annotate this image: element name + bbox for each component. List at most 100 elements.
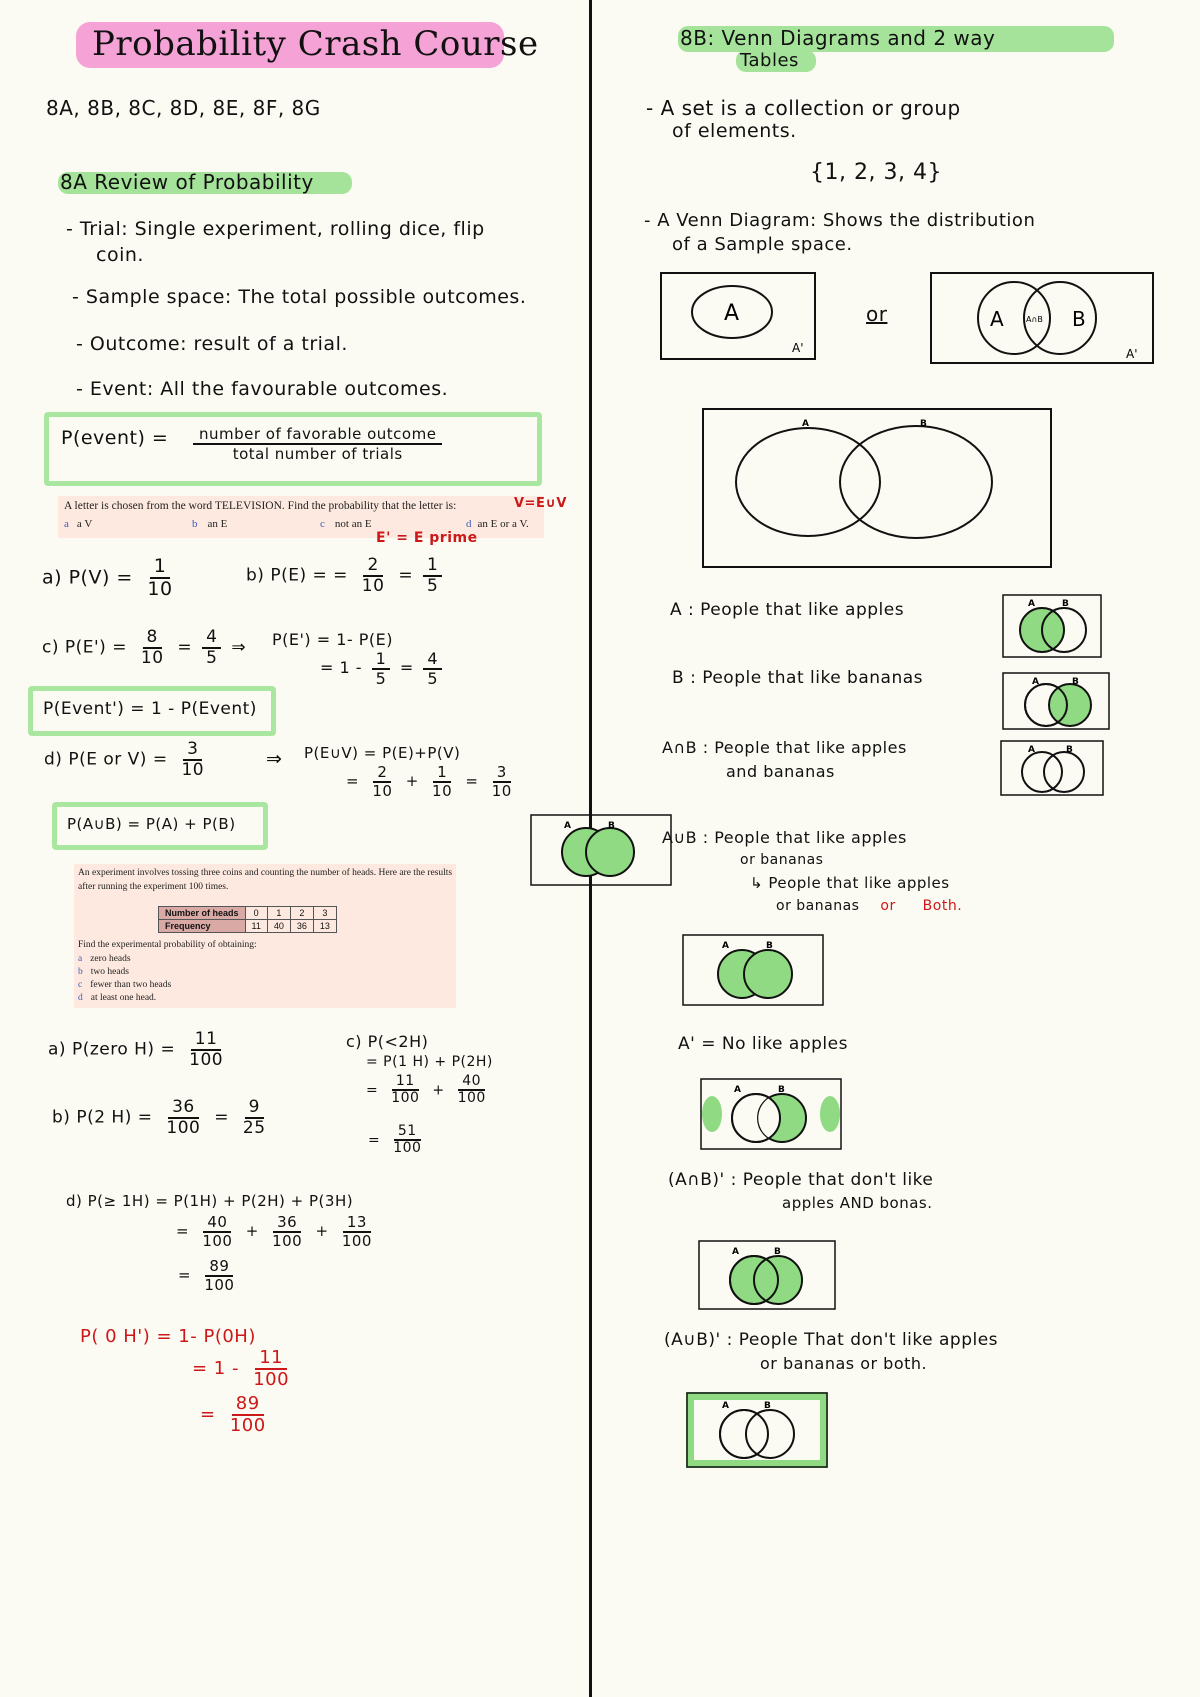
desc-intersection-complement: (A∩B)' : People that don't like bbox=[668, 1170, 934, 1190]
venn-intersection-shaded: A B bbox=[1000, 740, 1104, 796]
table-row: Number of heads 0 1 2 3 bbox=[158, 906, 337, 920]
answer-d-arrow: ⇒ bbox=[266, 748, 283, 770]
venn-label-a: A bbox=[1032, 677, 1039, 687]
desc-a-and-b-cont: and bananas bbox=[726, 762, 835, 781]
set-definition-cont: of elements. bbox=[672, 120, 797, 142]
note-v-eu-v: V=E∪V bbox=[514, 496, 567, 511]
question-2-stem-2: after running the experiment 100 times. bbox=[78, 882, 229, 892]
complement-rule: P(Event') = 1 - P(Event) bbox=[43, 699, 257, 719]
question-2-find: Find the experimental probability of obt… bbox=[78, 940, 257, 950]
venn-a-shaded: A B bbox=[1002, 594, 1102, 658]
table-cell: 1 bbox=[266, 906, 291, 920]
venn-label-a-prime: A' bbox=[792, 341, 804, 355]
q2-answer-c-line2: = P(1 H) + P(2H) bbox=[366, 1054, 493, 1070]
section-8b-highlight-1 bbox=[678, 26, 1114, 52]
desc-both-red: Both. bbox=[922, 898, 963, 914]
question-2-stem-1: An experiment involves tossing three coi… bbox=[78, 868, 453, 878]
question-1-box: A letter is chosen from the word TELEVIS… bbox=[58, 496, 544, 538]
venn-label-a: A bbox=[722, 941, 729, 951]
answer-d-rule: P(E∪V) = P(E)+P(V) bbox=[304, 744, 461, 762]
venn-label-b: B bbox=[766, 941, 773, 951]
table-cell: 3 bbox=[312, 906, 337, 920]
venn-label-b: B bbox=[774, 1247, 781, 1257]
venn-large-blank: A B bbox=[702, 408, 1052, 568]
venn-label-b: B bbox=[920, 419, 927, 429]
bullet-sample-space: - Sample space: The total possible outco… bbox=[72, 286, 527, 308]
venn-label-b: B bbox=[1062, 599, 1069, 609]
venn-label-a: A bbox=[1028, 599, 1035, 609]
venn-two-sets: A B A∩B A' bbox=[930, 272, 1154, 364]
venn-label-a: A bbox=[802, 419, 809, 429]
table-cell: 2 bbox=[289, 906, 314, 920]
venn-label-a: A bbox=[732, 1247, 739, 1257]
section-8b-highlight-2 bbox=[736, 50, 816, 72]
section-8b-title-cont: Tables bbox=[740, 50, 799, 71]
p-event-lhs: P(event) = bbox=[61, 427, 169, 449]
venn-union-small-center: A B bbox=[530, 814, 672, 886]
desc-a: A : People that like apples bbox=[670, 600, 905, 620]
table-cell: 36 bbox=[289, 919, 314, 933]
desc-a-or-b-alt: ↳ People that like apples bbox=[750, 874, 950, 892]
frequency-table: Number of heads 0 1 2 3 Frequency 11 40 … bbox=[158, 906, 337, 933]
venn-label-a: A bbox=[990, 307, 1004, 331]
table-cell: 0 bbox=[244, 906, 268, 920]
venn-label-b: B bbox=[1072, 677, 1079, 687]
desc-a-or-b-cont: or bananas bbox=[740, 852, 824, 868]
section-8b-title: 8B: Venn Diagrams and 2 way bbox=[680, 26, 996, 50]
venn-label-b: B bbox=[764, 1401, 771, 1411]
desc-union-complement: (A∪B)' : People That don't like apples bbox=[664, 1330, 999, 1350]
p-event-denominator: total number of trials bbox=[232, 445, 403, 463]
set-example: {1, 2, 3, 4} bbox=[810, 160, 942, 185]
bullet-trial: - Trial: Single experiment, rolling dice… bbox=[66, 218, 485, 240]
venn-single-set: A A' bbox=[660, 272, 816, 360]
table-cell: 40 bbox=[266, 919, 291, 933]
p-event-formula-box: P(event) = number of favorable outcome t… bbox=[44, 412, 542, 486]
venn-a-complement-shaded: A B bbox=[700, 1078, 842, 1150]
table-row: Frequency 11 40 36 13 bbox=[158, 919, 337, 933]
question-2-box: An experiment involves tossing three coi… bbox=[74, 864, 456, 1008]
venn-label-a: A bbox=[564, 821, 571, 831]
union-rule: P(A∪B) = P(A) + P(B) bbox=[67, 815, 236, 833]
desc-a-or-b-alt-cont: or bananas or Both. bbox=[776, 898, 963, 914]
venn-b-shaded: A B bbox=[1002, 672, 1110, 730]
set-definition: - A set is a collection or group bbox=[646, 96, 961, 120]
desc-a-and-b: A∩B : People that like apples bbox=[662, 738, 907, 757]
venn-label-b: B bbox=[608, 821, 615, 831]
venn-label-a: A bbox=[1028, 745, 1035, 755]
p-event-numerator: number of favorable outcome bbox=[193, 425, 443, 445]
bullet-trial-cont: coin. bbox=[96, 244, 144, 266]
question-1-stem: A letter is chosen from the word TELEVIS… bbox=[64, 500, 457, 512]
venn-label-intersection: A∩B bbox=[1026, 315, 1043, 324]
desc-b: B : People that like bananas bbox=[672, 668, 924, 688]
venn-definition-cont: of a Sample space. bbox=[672, 234, 853, 255]
venn-label-a: A bbox=[722, 1401, 729, 1411]
venn-intersection-complement-shaded: A B bbox=[698, 1240, 836, 1310]
title-highlight bbox=[76, 22, 504, 68]
bullet-event: - Event: All the favourable outcomes. bbox=[76, 378, 449, 400]
section-8a-title: 8A Review of Probability bbox=[60, 170, 314, 194]
table-cell: 11 bbox=[244, 919, 268, 933]
venn-label-b: B bbox=[1066, 745, 1073, 755]
venn-label-b: B bbox=[1072, 307, 1086, 331]
topics-list: 8A, 8B, 8C, 8D, 8E, 8F, 8G bbox=[46, 96, 321, 120]
table-header-cell: Frequency bbox=[158, 919, 246, 933]
table-cell: 13 bbox=[312, 919, 337, 933]
venn-definition: - A Venn Diagram: Shows the distribution bbox=[644, 210, 1036, 231]
venn-union-complement-shaded: A B bbox=[686, 1392, 828, 1468]
